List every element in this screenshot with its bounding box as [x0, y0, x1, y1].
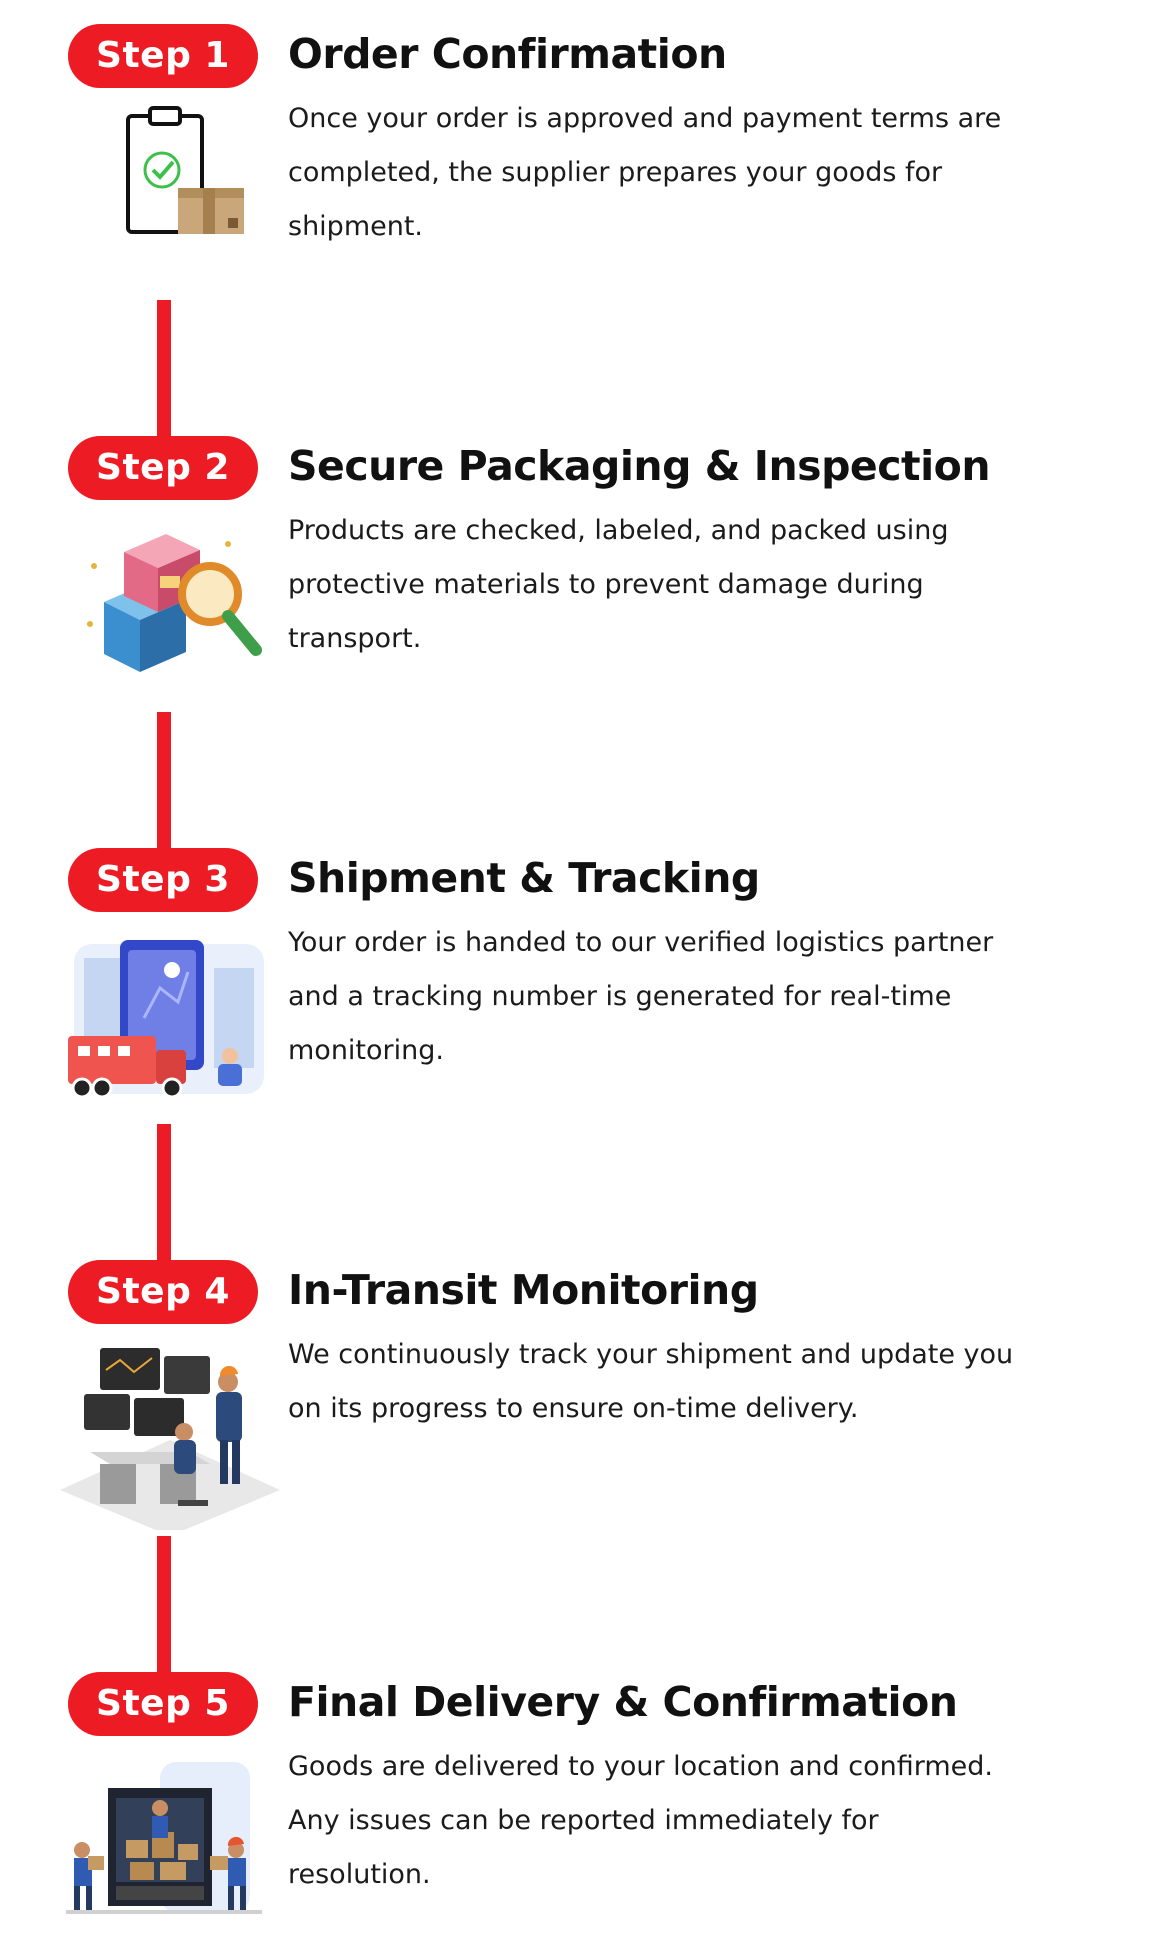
step-5: Step 5 — [0, 1648, 1174, 1948]
delivery-unloading-icon — [60, 1752, 280, 1942]
step-title: Order Confirmation — [288, 30, 727, 78]
step-title: In-Transit Monitoring — [288, 1266, 759, 1314]
step-title: Secure Packaging & Inspection — [288, 442, 991, 490]
step-1: Step 1 Order Confirmation Once your orde… — [0, 0, 1174, 300]
step-connector — [157, 712, 171, 848]
step-4: Step 4 In-Transit M — [0, 1236, 1174, 1536]
step-description: Goods are delivered to your location and… — [288, 1751, 993, 1890]
step-title: Final Delivery & Confirmation — [288, 1678, 958, 1726]
step-badge: Step 2 — [68, 436, 258, 500]
step-connector — [157, 1536, 171, 1672]
step-description: We continuously track your shipment and … — [288, 1339, 1014, 1424]
step-connector — [157, 1124, 171, 1260]
step-title: Shipment & Tracking — [288, 854, 760, 902]
step-description: Your order is handed to our verified log… — [288, 927, 994, 1066]
step-2: Step 2 Secure Packaging & Inspection Pro… — [0, 412, 1174, 712]
step-badge: Step 3 — [68, 848, 258, 912]
step-description: Once your order is approved and payment … — [288, 103, 1002, 242]
step-badge: Step 5 — [68, 1672, 258, 1736]
package-inspection-icon — [60, 516, 280, 706]
clipboard-check-box-icon — [60, 104, 280, 294]
truck-tracking-icon — [60, 928, 280, 1118]
step-3: Step 3 Shipment & T — [0, 824, 1174, 1124]
step-badge: Step 1 — [68, 24, 258, 88]
step-badge: Step 4 — [68, 1260, 258, 1324]
monitoring-desk-icon — [60, 1340, 280, 1530]
step-connector — [157, 300, 171, 436]
step-description: Products are checked, labeled, and packe… — [288, 515, 949, 654]
